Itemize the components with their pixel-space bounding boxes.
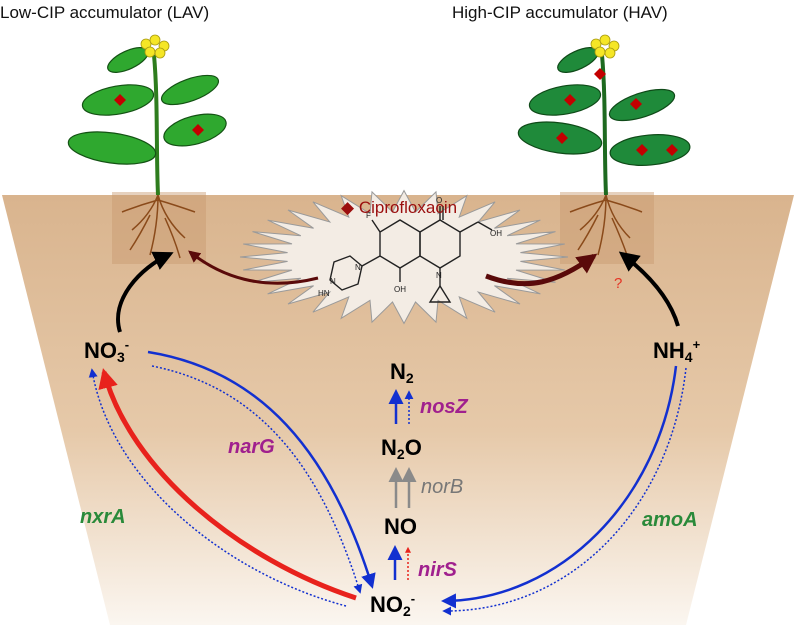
gene-label-nirs: nirS <box>418 559 457 581</box>
lav-title: Low-CIP accumulator (LAV) <box>0 3 210 22</box>
gene-label-nosz: nosZ <box>420 396 468 418</box>
hav-cip-markers <box>556 68 678 156</box>
lav-leaves <box>67 47 227 165</box>
nitrous-oxide-label: N2O <box>381 435 422 462</box>
nxra-red-arrow <box>98 368 357 601</box>
hav-leaf-3 <box>609 134 691 166</box>
soil-profile <box>2 195 794 625</box>
gene-label-amoa: amoA <box>642 509 698 531</box>
atom-label-n-ring: N <box>436 271 442 280</box>
amoa-blue-dotted-arrow <box>442 367 687 616</box>
ciprofloxacin-diamond-icon: ◆ <box>341 198 355 217</box>
lav-plant <box>67 34 227 259</box>
nitrate-uptake-arrow <box>116 251 174 333</box>
hav-flower <box>590 34 620 59</box>
atom-label-hn: HN <box>318 289 330 298</box>
lav-cip-markers <box>114 94 204 136</box>
gene-label-nxra: nxrA <box>80 506 126 528</box>
hav-leaf-4 <box>608 88 676 122</box>
ciprofloxacin-atom-labels: F O OH OH N N N HN <box>318 196 502 298</box>
dinitrogen-label: N2 <box>390 359 414 386</box>
ammonium-label: NH4+ <box>653 337 701 365</box>
piperazine-ring <box>329 255 363 291</box>
uncertain-pathway-marker: ? <box>614 275 623 292</box>
atom-label-oh-acid: OH <box>490 229 502 238</box>
ciprofloxacin-structure <box>329 206 493 303</box>
ciprofloxacin-cloud <box>239 189 569 325</box>
hav-plant <box>517 34 691 259</box>
atom-label-o: O <box>436 196 442 205</box>
cip-uptake-arrow-hav <box>485 253 598 287</box>
hav-roots <box>569 194 643 259</box>
lav-leaf-2 <box>67 131 157 165</box>
amoa-blue-arrow <box>441 365 678 609</box>
cyclopropyl-ring <box>428 284 452 303</box>
ciprofloxacin-name: Ciprofloxacin <box>358 198 458 217</box>
atom-label-n-piperazine: N <box>355 263 361 272</box>
narg-blue-arrow <box>147 350 376 589</box>
lav-leaf-4 <box>160 74 220 106</box>
lav-flower <box>140 34 170 59</box>
nitric-oxide-label: NO <box>384 514 417 539</box>
ciprofloxacin-label: ◆ Ciprofloxacin <box>341 199 457 216</box>
lav-roots <box>121 194 196 259</box>
ammonium-uptake-arrow <box>618 251 680 327</box>
gene-label-norb: norB <box>421 476 464 498</box>
hav-rhizosphere <box>560 192 654 264</box>
hav-title: High-CIP accumulator (HAV) <box>452 3 668 22</box>
atom-label-f: F <box>366 211 371 220</box>
nxra-blue-dotted-arrow <box>88 368 347 607</box>
nitrite-label: NO2- <box>370 591 416 619</box>
atom-label-oh: OH <box>394 285 406 294</box>
nitrate-label: NO3- <box>84 337 130 365</box>
atom-label-n-piperazine-2: N <box>330 277 336 286</box>
gene-label-narg: narG <box>228 436 275 458</box>
cip-uptake-arrow-lav <box>188 250 319 285</box>
